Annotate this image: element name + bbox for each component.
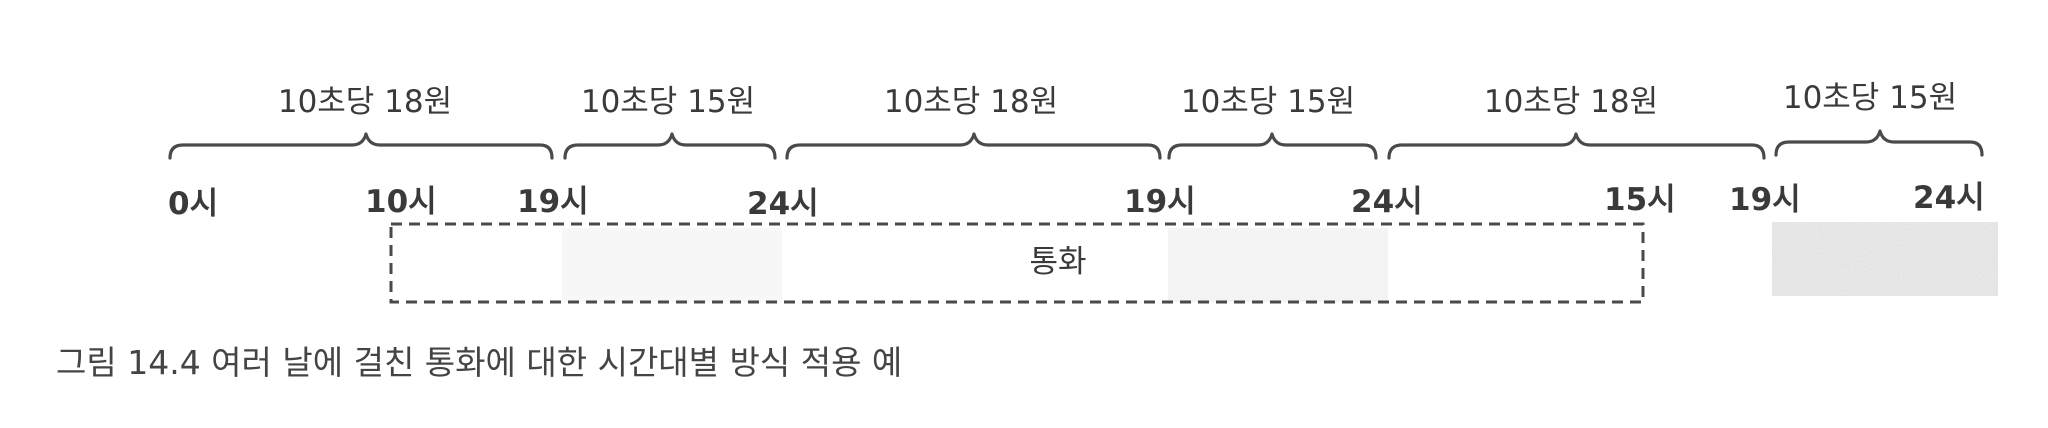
rate-brace-1 (168, 132, 554, 160)
time-label-5: 24시 (1351, 184, 1423, 220)
rate-brace-6 (1774, 129, 1984, 157)
rate-label-1: 10초당 18원 (278, 84, 452, 120)
call-duration-box (389, 222, 1645, 304)
time-label-4: 19시 (1124, 184, 1196, 220)
time-label-1: 10시 (365, 184, 437, 220)
rate-brace-4 (1167, 132, 1378, 160)
rate-label-2: 10초당 15원 (581, 84, 755, 120)
shaded-region-3-grain (1772, 222, 1998, 296)
rate-labels: 10초당 18원 10초당 15원 10초당 18원 10초당 15원 10초당… (278, 80, 1957, 120)
call-duration: 통화 (389, 222, 1645, 304)
time-labels: 0시 10시 19시 24시 19시 24시 15시 19시 24시 (168, 180, 1985, 222)
rate-label-5: 10초당 18원 (1484, 84, 1658, 120)
rate-brace-2 (563, 132, 777, 160)
time-label-0: 0시 (168, 186, 218, 222)
time-label-7: 19시 (1729, 182, 1801, 218)
time-label-8: 24시 (1913, 180, 1985, 216)
call-label: 통화 (1029, 244, 1086, 280)
shaded-region-2 (1168, 228, 1388, 302)
time-label-3: 24시 (747, 186, 819, 222)
rate-brace-5 (1387, 132, 1766, 160)
shaded-region-1 (562, 228, 782, 302)
rate-label-4: 10초당 15원 (1181, 84, 1355, 120)
rate-brace-3 (785, 132, 1162, 160)
figure-caption: 그림 14.4 여러 날에 걸친 통화에 대한 시간대별 방식 적용 예 (56, 343, 903, 382)
rate-braces (168, 129, 1984, 160)
time-label-6: 15시 (1604, 182, 1676, 218)
time-label-2: 19시 (517, 184, 589, 220)
rate-label-3: 10초당 18원 (884, 84, 1058, 120)
rate-label-6: 10초당 15원 (1783, 80, 1957, 116)
shaded-regions (562, 222, 1998, 302)
